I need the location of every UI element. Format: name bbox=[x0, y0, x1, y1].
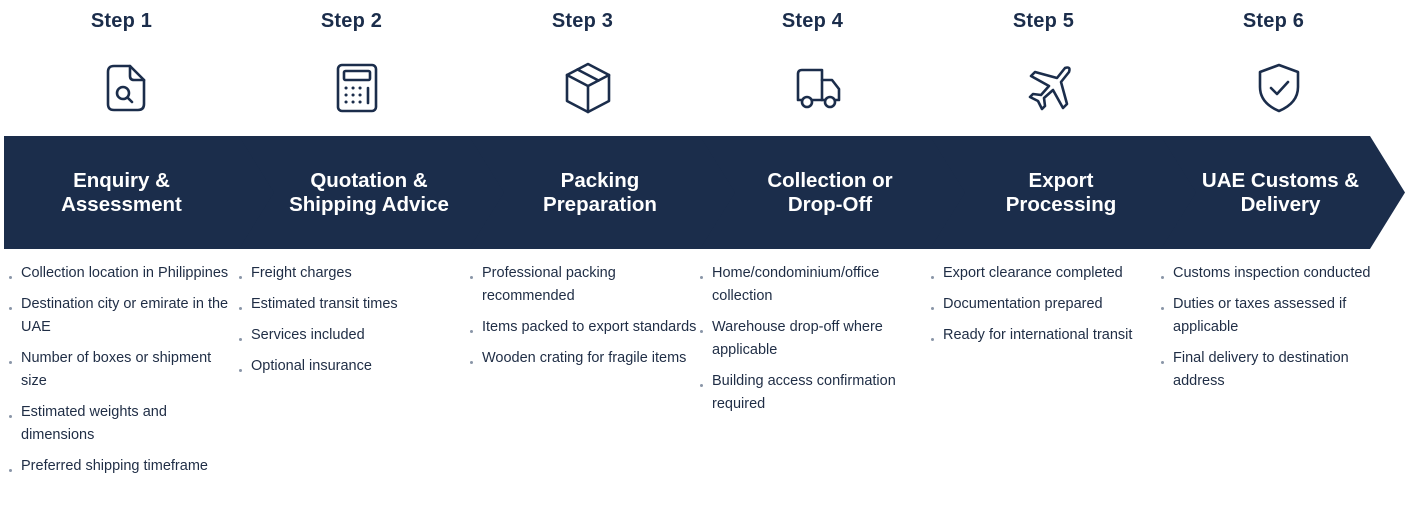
step-banner: Quotation &Shipping Advice bbox=[234, 136, 504, 249]
list-item: Professional packing recommended bbox=[465, 262, 700, 308]
step-label: Step 6 bbox=[1242, 10, 1305, 32]
step-title-line: Enquiry & bbox=[73, 168, 170, 192]
list-item: Warehouse drop-off where applicable bbox=[695, 316, 930, 362]
step-label: Step 1 bbox=[90, 10, 153, 32]
list-item: Building access confirmation required bbox=[695, 370, 930, 416]
step-title-line: Shipping Advice bbox=[289, 192, 449, 216]
step-banner: Enquiry &Assessment bbox=[4, 136, 274, 249]
list-item: Documentation prepared bbox=[926, 293, 1161, 316]
list-item: Home/condominium/office collection bbox=[695, 262, 930, 308]
step-4: Step 4 Home/condominium/office collection… bbox=[695, 0, 930, 506]
list-item: Number of boxes or shipment size bbox=[4, 347, 239, 393]
delivery-truck-icon bbox=[790, 60, 846, 116]
step-label: Step 5 bbox=[1012, 10, 1075, 32]
document-search-icon bbox=[99, 60, 155, 116]
list-item: Freight charges bbox=[234, 262, 469, 285]
step-title-line: Export bbox=[1028, 168, 1094, 192]
step-title-line: UAE Customs & bbox=[1201, 168, 1360, 192]
list-item: Ready for international transit bbox=[926, 324, 1161, 347]
list-item: Duties or taxes assessed if applicable bbox=[1156, 293, 1391, 339]
list-item: Customs inspection conducted bbox=[1156, 262, 1391, 285]
step-title-line: Collection or bbox=[767, 168, 893, 192]
list-item: Destination city or emirate in the UAE bbox=[4, 293, 239, 339]
list-item: Estimated weights and dimensions bbox=[4, 401, 239, 447]
list-item: Wooden crating for fragile items bbox=[465, 347, 700, 370]
step-1: Step 1 Collection location in Philippines… bbox=[4, 0, 239, 506]
list-item: Collection location in Philippines bbox=[4, 262, 239, 285]
step-label: Step 2 bbox=[320, 10, 383, 32]
step-title-line: Processing bbox=[1005, 192, 1117, 216]
step-label: Step 3 bbox=[551, 10, 614, 32]
step-title-line: Packing bbox=[560, 168, 640, 192]
list-item: Optional insurance bbox=[234, 355, 469, 378]
airplane-icon bbox=[1021, 60, 1077, 116]
list-item: Services included bbox=[234, 324, 469, 347]
step-label: Step 4 bbox=[781, 10, 844, 32]
step-title-line: Preparation bbox=[543, 192, 657, 216]
step-title-line: Assessment bbox=[61, 192, 182, 216]
step-title-line: Drop-Off bbox=[787, 192, 873, 216]
step-title-line: Quotation & bbox=[310, 168, 428, 192]
step-title: Enquiry &Assessment bbox=[4, 136, 239, 249]
list-item: Preferred shipping timeframe bbox=[4, 455, 239, 478]
list-item: Final delivery to destination address bbox=[1156, 347, 1391, 393]
calculator-icon bbox=[329, 60, 385, 116]
step-title-line: Delivery bbox=[1240, 192, 1321, 216]
list-item: Export clearance completed bbox=[926, 262, 1161, 285]
shield-check-icon bbox=[1251, 60, 1307, 116]
package-box-icon bbox=[560, 60, 616, 116]
step-banner: UAE Customs &Delivery bbox=[1156, 136, 1405, 249]
step-title: UAE Customs &Delivery bbox=[1191, 136, 1370, 249]
list-item: Items packed to export standards bbox=[465, 316, 700, 339]
list-item: Estimated transit times bbox=[234, 293, 469, 316]
step-title: Quotation &Shipping Advice bbox=[269, 136, 469, 249]
